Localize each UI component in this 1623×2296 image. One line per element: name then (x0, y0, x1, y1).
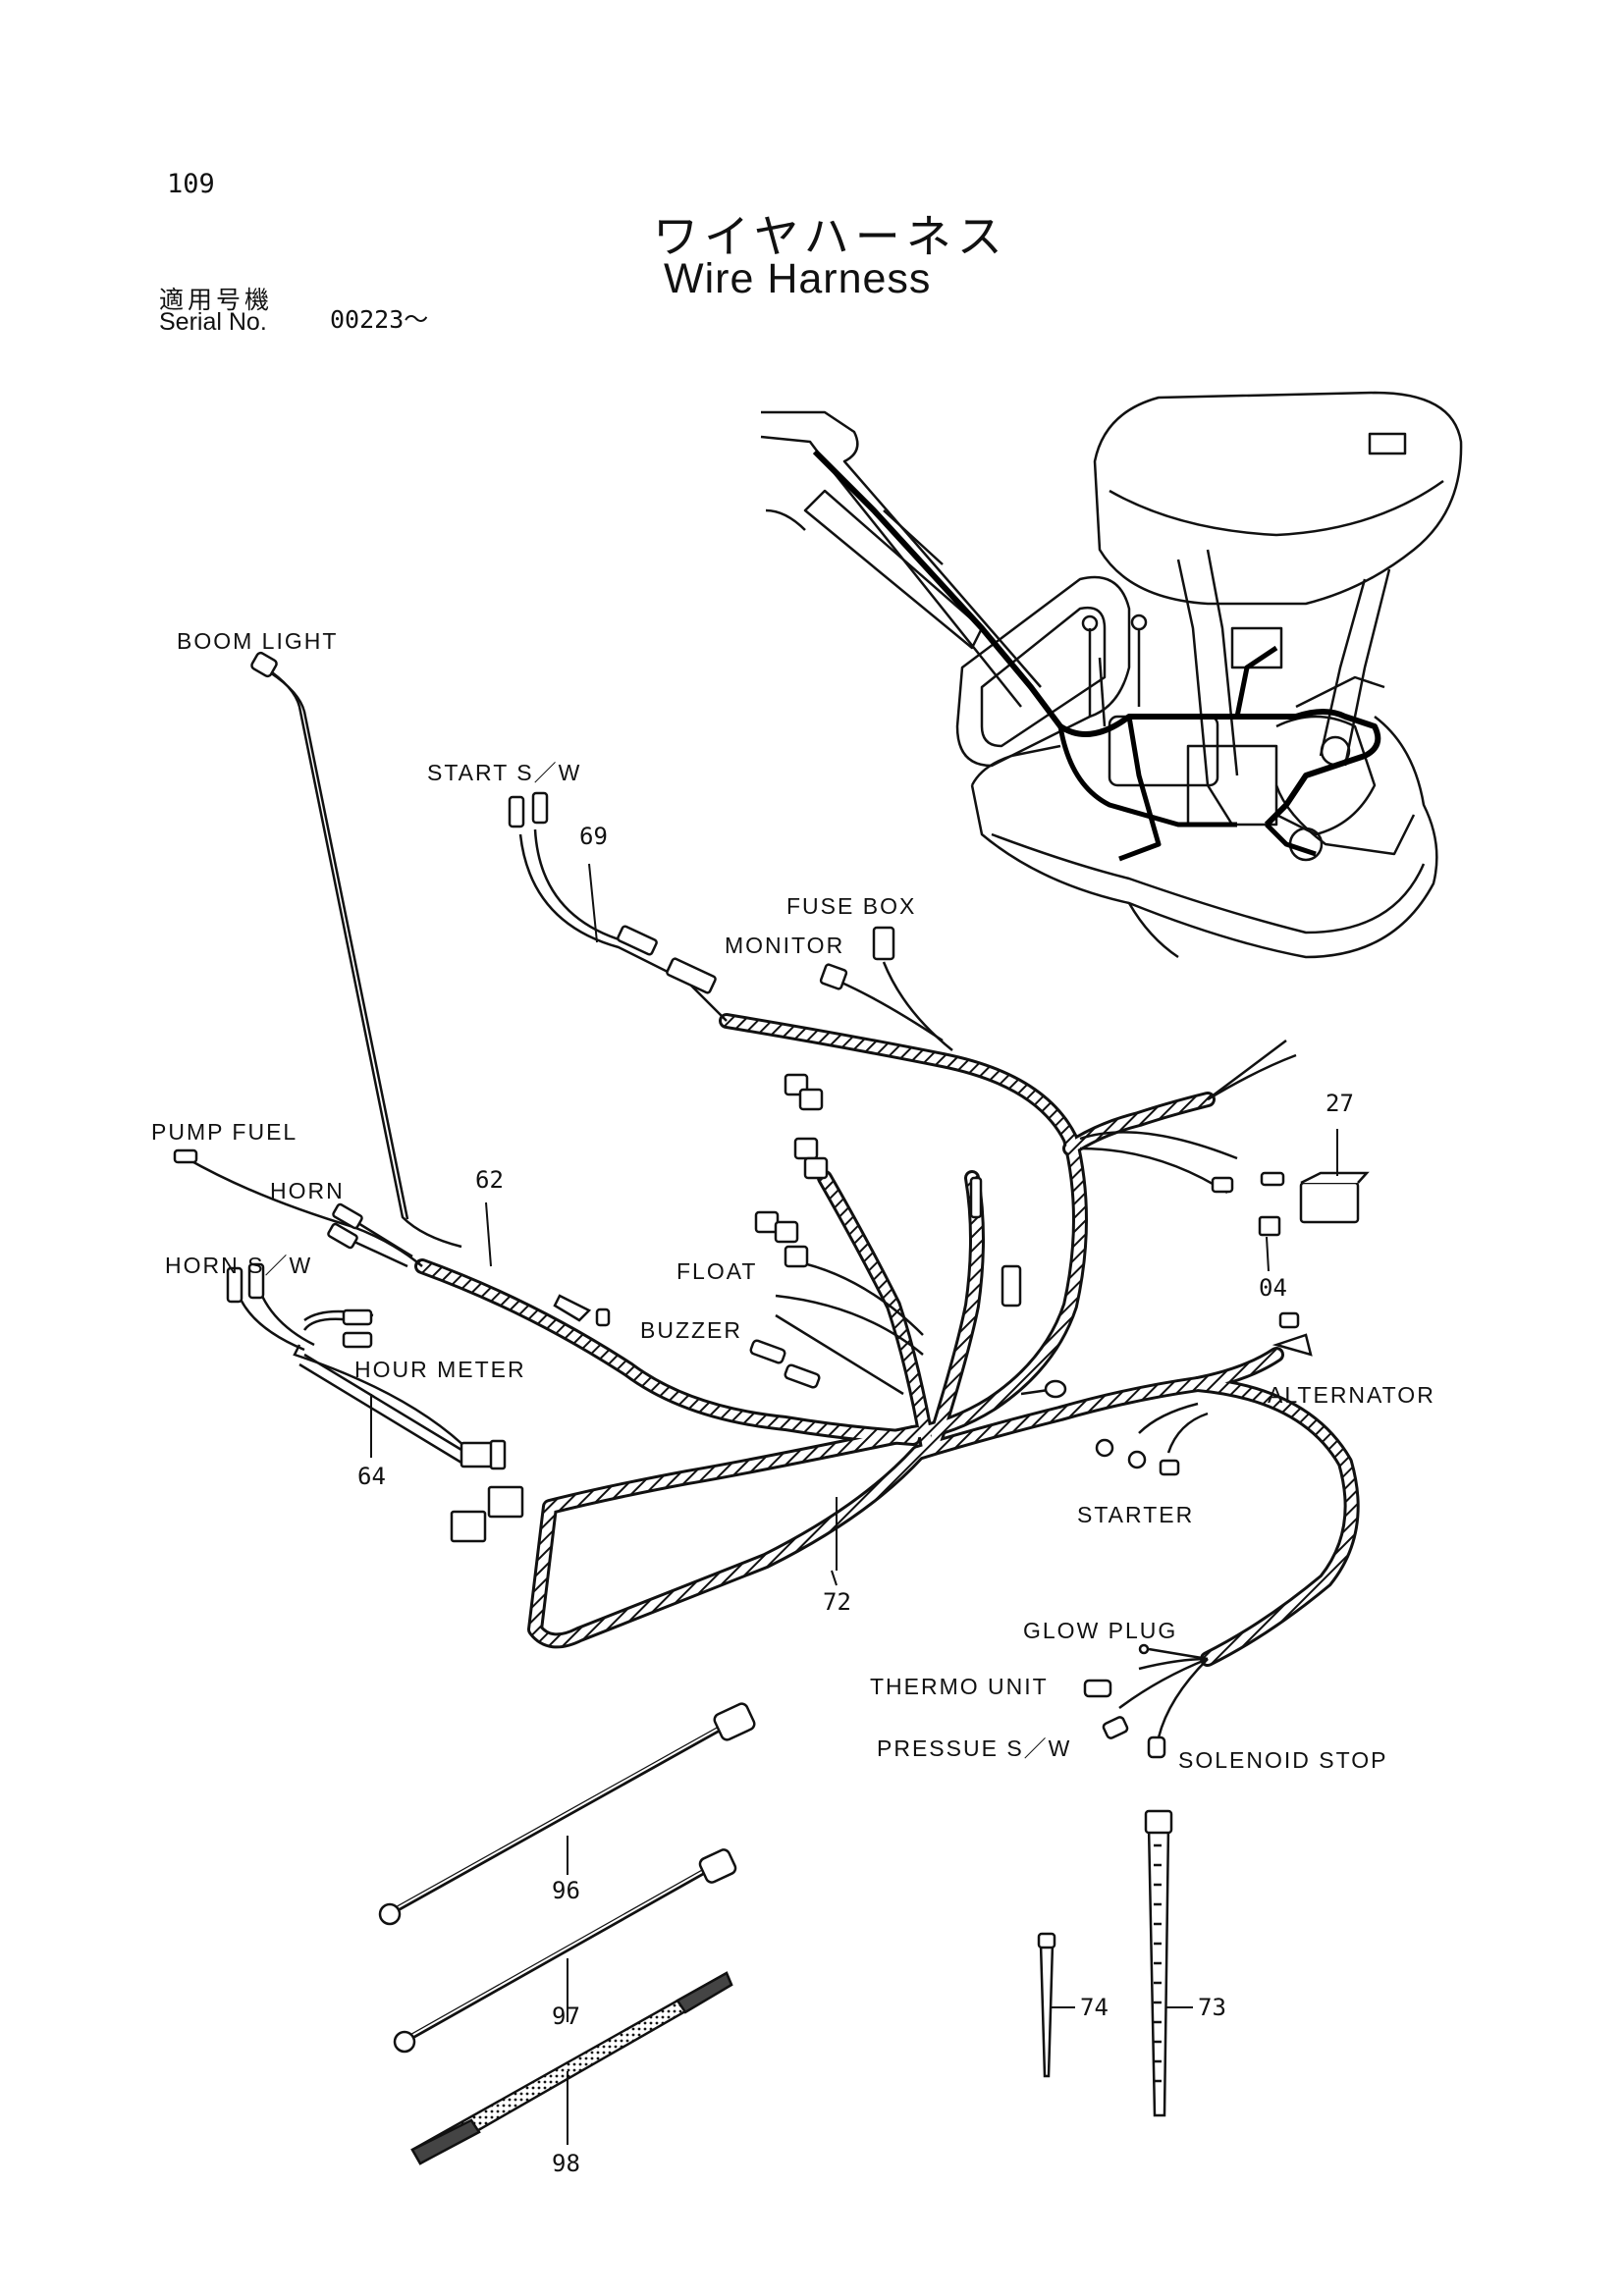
part-number-64: 64 (357, 1463, 386, 1490)
part-number-74: 74 (1080, 1994, 1109, 2021)
title-english: Wire Harness (664, 255, 932, 302)
machine-illustration (760, 391, 1463, 959)
label-float: FLOAT (676, 1258, 758, 1284)
label-thermo-unit: THERMO UNIT (870, 1674, 1049, 1699)
part-number-69: 69 (579, 823, 608, 850)
label-pump-fuel: PUMP FUEL (151, 1119, 298, 1145)
label-monitor: MONITOR (725, 933, 845, 958)
label-alternator: ALTERNATOR (1268, 1382, 1435, 1408)
page-number: 109 (167, 169, 215, 199)
leader-lines (370, 863, 1338, 2145)
title-japanese: ワイヤハーネス (653, 210, 1008, 263)
part-number-98: 98 (552, 2150, 580, 2177)
label-start-switch: START S／W (427, 760, 582, 785)
serial-label-japanese: 適用号機 (159, 286, 274, 314)
label-fuse-box: FUSE BOX (786, 893, 917, 919)
label-pressue-switch: PRESSUE S／W (877, 1735, 1072, 1761)
label-horn: HORN (270, 1178, 345, 1203)
label-boom-light: BOOM LIGHT (177, 628, 339, 654)
part-number-72: 72 (823, 1588, 851, 1616)
connectors (173, 651, 1370, 1759)
label-starter: STARTER (1077, 1502, 1195, 1527)
loose-parts (378, 1702, 1173, 2165)
serial-label-english: Serial No. (159, 308, 267, 336)
label-solenoid-stop: SOLENOID STOP (1178, 1747, 1388, 1773)
part-number-62: 62 (475, 1166, 504, 1194)
label-buzzer: BUZZER (640, 1317, 742, 1343)
label-hour-meter: HOUR METER (354, 1357, 526, 1382)
label-horn-switch: HORN S／W (165, 1253, 313, 1278)
serial-number-value: 00223～ (330, 305, 429, 334)
label-glow-plug: GLOW PLUG (1023, 1618, 1178, 1643)
wires (186, 666, 1297, 1738)
part-number-97: 97 (552, 2002, 580, 2030)
part-number-73: 73 (1198, 1994, 1226, 2021)
main-harness (414, 1013, 1352, 1667)
part-number-04: 04 (1259, 1274, 1287, 1302)
part-number-96: 96 (552, 1877, 580, 1904)
part-number-27: 27 (1325, 1090, 1354, 1117)
